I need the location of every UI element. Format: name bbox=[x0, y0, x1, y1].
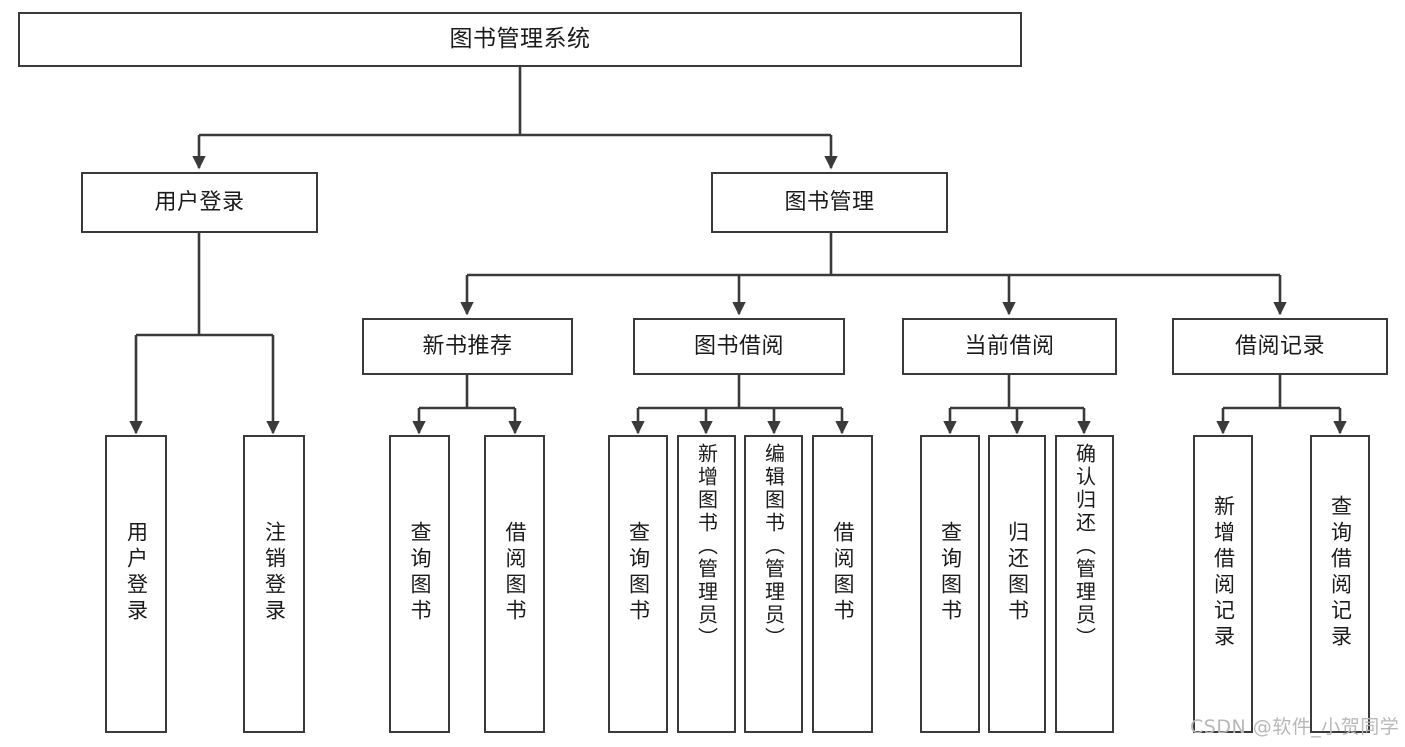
node-borrow-record[interactable]: 借阅记录 bbox=[1172, 318, 1388, 375]
node-borrow-record-label: 借阅记录 bbox=[1234, 333, 1325, 359]
node-book-borrow-label: 图书借阅 bbox=[693, 333, 784, 359]
leaf-borrow-borrow-book-label: 借阅图书 bbox=[831, 521, 855, 625]
node-new-book-recommend[interactable]: 新书推荐 bbox=[362, 318, 573, 375]
node-current-borrow-label: 当前借阅 bbox=[964, 333, 1055, 359]
leaf-recommend-query-book[interactable]: 查询图书 bbox=[389, 435, 450, 733]
node-book-borrow[interactable]: 图书借阅 bbox=[633, 318, 845, 375]
leaf-recommend-borrow-book-label: 借阅图书 bbox=[503, 521, 527, 625]
leaf-record-query-label: 查询借阅记录 bbox=[1328, 495, 1353, 651]
leaf-borrow-query-book[interactable]: 查询图书 bbox=[608, 435, 668, 733]
leaf-user-login-label: 用户登录 bbox=[124, 521, 149, 625]
node-user-login-label: 用户登录 bbox=[154, 189, 245, 215]
leaf-record-add-label: 新增借阅记录 bbox=[1211, 495, 1236, 651]
node-new-book-recommend-label: 新书推荐 bbox=[422, 333, 513, 359]
leaf-recommend-query-book-label: 查询图书 bbox=[408, 521, 432, 625]
node-user-login[interactable]: 用户登录 bbox=[81, 172, 318, 233]
node-current-borrow[interactable]: 当前借阅 bbox=[902, 318, 1117, 375]
leaf-user-login[interactable]: 用户登录 bbox=[105, 435, 167, 733]
node-book-management[interactable]: 图书管理 bbox=[711, 172, 948, 233]
leaf-borrow-add-book-label: 新增图书（管理员） bbox=[694, 443, 719, 650]
leaf-record-query[interactable]: 查询借阅记录 bbox=[1310, 435, 1370, 733]
leaf-user-logout-label: 注销登录 bbox=[262, 521, 287, 625]
leaf-borrow-edit-book-label: 编辑图书（管理员） bbox=[761, 443, 786, 650]
node-book-management-label: 图书管理 bbox=[784, 189, 875, 215]
leaf-current-return-book[interactable]: 归还图书 bbox=[988, 435, 1046, 733]
leaf-current-query-book-label: 查询图书 bbox=[938, 521, 963, 625]
leaf-recommend-borrow-book[interactable]: 借阅图书 bbox=[484, 435, 545, 733]
leaf-borrow-add-book[interactable]: 新增图书（管理员） bbox=[677, 435, 736, 733]
node-root-label: 图书管理系统 bbox=[449, 25, 591, 52]
leaf-record-add[interactable]: 新增借阅记录 bbox=[1193, 435, 1253, 733]
leaf-user-logout[interactable]: 注销登录 bbox=[243, 435, 305, 733]
leaf-current-confirm-return[interactable]: 确认归还（管理员） bbox=[1055, 435, 1114, 733]
watermark: CSDN @软件_小贺同学 bbox=[1190, 716, 1400, 738]
leaf-borrow-query-book-label: 查询图书 bbox=[626, 521, 651, 625]
leaf-current-query-book[interactable]: 查询图书 bbox=[920, 435, 980, 733]
leaf-current-confirm-return-label: 确认归还（管理员） bbox=[1072, 443, 1097, 650]
leaf-borrow-edit-book[interactable]: 编辑图书（管理员） bbox=[744, 435, 803, 733]
leaf-current-return-book-label: 归还图书 bbox=[1005, 521, 1030, 625]
leaf-borrow-borrow-book[interactable]: 借阅图书 bbox=[812, 435, 873, 733]
node-root[interactable]: 图书管理系统 bbox=[18, 12, 1022, 67]
